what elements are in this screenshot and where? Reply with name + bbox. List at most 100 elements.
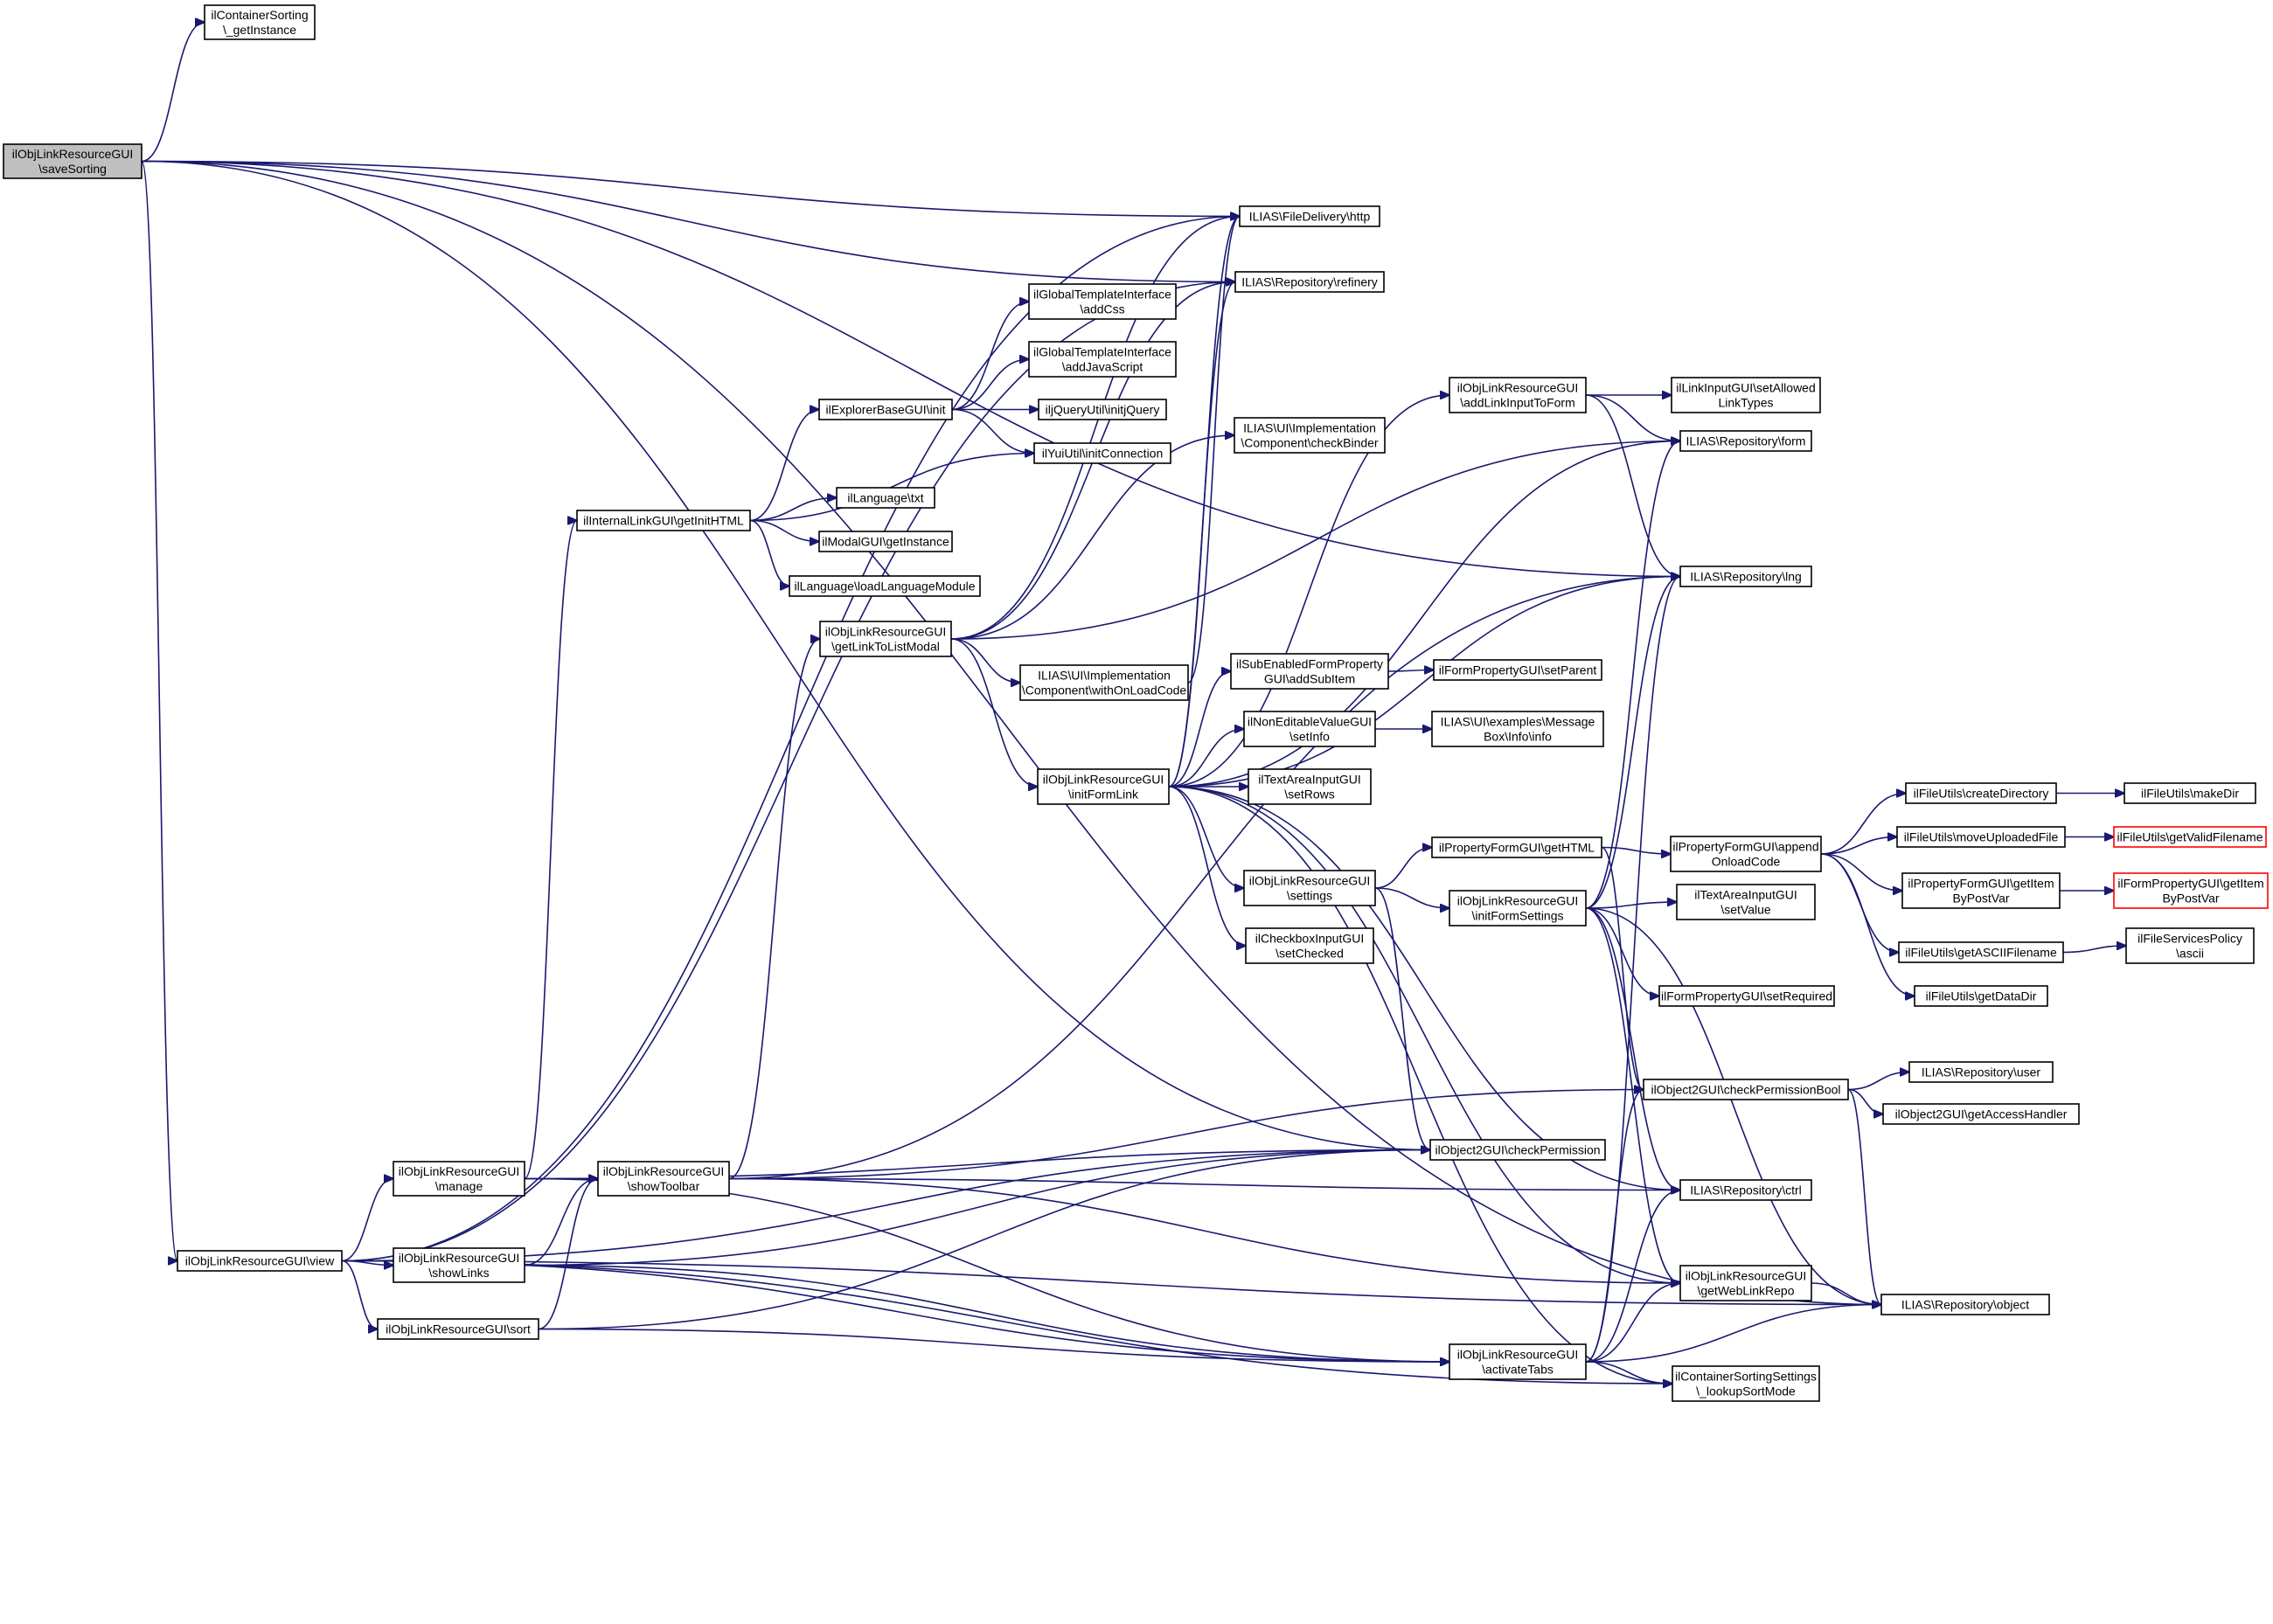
node-label: \showToolbar xyxy=(628,1179,700,1193)
node-view[interactable]: ilObjLinkResourceGUI\view xyxy=(177,1250,343,1272)
node-box xyxy=(1243,870,1376,906)
node-set-rows[interactable]: ilTextAreaInputGUI\setRows xyxy=(1248,768,1372,805)
node-get-init-html[interactable]: ilInternalLinkGUI\getInitHTML xyxy=(576,510,751,531)
edge-show-toolbar-to-check-permission-bool xyxy=(728,1090,1644,1180)
node-label: \setInfo xyxy=(1289,730,1330,744)
node-box xyxy=(1671,377,1821,413)
edge-activate-tabs-to-lng xyxy=(1585,577,1680,1363)
node-user[interactable]: ILIAS\Repository\user xyxy=(1908,1061,2054,1083)
node-box xyxy=(1670,836,1822,872)
node-get-link-to-list-modal[interactable]: ilObjLinkResourceGUI\getLinkToListModal xyxy=(819,621,952,657)
node-label: ilObjLinkResourceGUI xyxy=(1043,773,1164,787)
node-lang-txt[interactable]: ilLanguage\txt xyxy=(836,487,935,509)
node-init-form-settings[interactable]: ilObjLinkResourceGUI\initFormSettings xyxy=(1449,890,1587,927)
node-show-links[interactable]: ilObjLinkResourceGUI\showLinks xyxy=(393,1247,525,1283)
node-get-instance-cs[interactable]: ilContainerSorting\_getInstance xyxy=(204,4,316,40)
node-box xyxy=(1898,941,2064,963)
node-move-uploaded-file[interactable]: ilFileUtils\moveUploadedFile xyxy=(1896,826,2066,848)
node-label: ilFileUtils\makeDir xyxy=(2141,787,2239,801)
node-save-sorting[interactable]: ilObjLinkResourceGUI\saveSorting xyxy=(3,143,142,179)
node-label: ilPropertyFormGUI\append xyxy=(1672,840,1818,854)
node-modal-get-instance[interactable]: ilModalGUI\getInstance xyxy=(818,531,953,552)
node-with-on-load-code[interactable]: ILIAS\UI\Implementation\Component\withOn… xyxy=(1019,664,1189,701)
edge-append-onload-code-to-move-uploaded-file xyxy=(1820,837,1897,855)
node-check-permission[interactable]: ilObject2GUI\checkPermission xyxy=(1429,1139,1606,1161)
node-box xyxy=(393,1161,525,1197)
node-lookup-sort-mode[interactable]: ilContainerSortingSettings\_lookupSortMo… xyxy=(1672,1365,1820,1402)
node-label: ilLanguage\txt xyxy=(847,491,923,505)
node-label: ILIAS\Repository\form xyxy=(1686,434,1806,448)
node-label: \setChecked xyxy=(1276,947,1344,961)
node-initj-query[interactable]: iljQueryUtil\initjQuery xyxy=(1038,399,1167,420)
node-create-directory[interactable]: ilFileUtils\createDirectory xyxy=(1905,782,2057,804)
node-ctrl[interactable]: ILIAS\Repository\ctrl xyxy=(1679,1179,1812,1201)
node-sort[interactable]: ilObjLinkResourceGUI\sort xyxy=(377,1318,539,1340)
node-explorer-init[interactable]: ilExplorerBaseGUI\init xyxy=(818,399,953,420)
node-box xyxy=(1679,1265,1812,1301)
edge-show-toolbar-to-lng xyxy=(728,577,1680,1180)
node-init-form-link[interactable]: ilObjLinkResourceGUI\initFormLink xyxy=(1037,768,1170,805)
node-box xyxy=(1243,711,1376,747)
node-label: ilObjLinkResourceGUI xyxy=(825,625,947,639)
node-make-dir[interactable]: ilFileUtils\makeDir xyxy=(2124,782,2256,804)
node-get-access-handler[interactable]: ilObject2GUI\getAccessHandler xyxy=(1882,1103,2080,1125)
node-box xyxy=(1914,985,2048,1007)
node-lng[interactable]: ILIAS\Repository\lng xyxy=(1679,566,1812,587)
node-label: ilLinkInputGUI\setAllowed xyxy=(1676,381,1816,395)
node-check-permission-bool[interactable]: ilObject2GUI\checkPermissionBool xyxy=(1643,1079,1849,1100)
edge-get-html-to-check-permission-bool xyxy=(1601,846,1644,1090)
node-label: \ascii xyxy=(2176,947,2204,961)
node-label: ilPropertyFormGUI\getHTML xyxy=(1439,841,1595,855)
node-settings[interactable]: ilObjLinkResourceGUI\settings xyxy=(1243,870,1376,906)
node-get-html[interactable]: ilPropertyFormGUI\getHTML xyxy=(1431,836,1602,858)
node-get-web-link-repo[interactable]: ilObjLinkResourceGUI\getWebLinkRepo xyxy=(1679,1265,1812,1301)
node-label: ilFormPropertyGUI\getItem xyxy=(2117,877,2263,891)
node-box xyxy=(2124,782,2256,804)
edge-show-toolbar-to-get-web-link-repo xyxy=(728,1177,1680,1284)
node-label: \saveSorting xyxy=(38,162,107,176)
edge-view-to-sort xyxy=(341,1260,378,1329)
node-form[interactable]: ILIAS\Repository\form xyxy=(1679,430,1812,452)
node-get-asciifilename[interactable]: ilFileUtils\getASCIIFilename xyxy=(1898,941,2064,963)
node-add-java-script[interactable]: ilGlobalTemplateInterface\addJavaScript xyxy=(1028,341,1177,378)
edge-append-onload-code-to-create-directory xyxy=(1820,794,1906,855)
node-set-parent[interactable]: ilFormPropertyGUI\setParent xyxy=(1433,659,1602,681)
node-label: \initFormLink xyxy=(1068,788,1139,802)
node-set-required[interactable]: ilFormPropertyGUI\setRequired xyxy=(1658,985,1835,1007)
node-ascii[interactable]: ilFileServicesPolicy\ascii xyxy=(2125,927,2255,964)
node-show-toolbar[interactable]: ilObjLinkResourceGUI\showToolbar xyxy=(597,1161,730,1197)
node-refinery[interactable]: ILIAS\Repository\refinery xyxy=(1234,271,1385,293)
node-load-lang-module[interactable]: ilLanguage\loadLanguageModule xyxy=(789,575,981,597)
edge-get-init-html-to-lang-txt xyxy=(749,498,837,522)
node-init-connection[interactable]: ilYuiUtil\initConnection xyxy=(1033,442,1171,464)
edge-sort-to-check-permission xyxy=(538,1150,1430,1330)
node-object[interactable]: ILIAS\Repository\object xyxy=(1880,1294,2050,1315)
node-manage[interactable]: ilObjLinkResourceGUI\manage xyxy=(393,1161,525,1197)
node-label: ilObjLinkResourceGUI xyxy=(1457,381,1579,395)
node-set-value[interactable]: ilTextAreaInputGUI\setValue xyxy=(1676,884,1816,920)
edge-view-to-lookup-sort-mode xyxy=(341,1260,1672,1385)
edge-append-onload-code-to-get-data-dir xyxy=(1820,853,1915,996)
node-label: ilFileUtils\getDataDir xyxy=(1926,989,2037,1003)
node-box xyxy=(818,531,953,552)
node-activate-tabs[interactable]: ilObjLinkResourceGUI\activateTabs xyxy=(1449,1343,1587,1380)
node-http[interactable]: ILIAS\FileDelivery\http xyxy=(1239,205,1380,227)
edge-init-form-settings-to-lng xyxy=(1585,577,1680,909)
node-set-info[interactable]: ilNonEditableValueGUI\setInfo xyxy=(1243,711,1376,747)
node-get-data-dir[interactable]: ilFileUtils\getDataDir xyxy=(1914,985,2048,1007)
node-check-binder[interactable]: ILIAS\UI\Implementation\Component\checkB… xyxy=(1234,417,1386,454)
node-add-link-input-to-form[interactable]: ilObjLinkResourceGUI\addLinkInputToForm xyxy=(1449,377,1587,413)
node-label: ilFileUtils\getValidFilename xyxy=(2117,830,2263,844)
node-box xyxy=(1230,653,1389,690)
node-label: ilExplorerBaseGUI\init xyxy=(826,403,946,417)
node-get-valid-filename[interactable]: ilFileUtils\getValidFilename xyxy=(2113,826,2267,848)
node-add-css[interactable]: ilGlobalTemplateInterface\addCss xyxy=(1028,283,1177,320)
node-set-checked[interactable]: ilCheckboxInputGUI\setChecked xyxy=(1245,927,1374,964)
